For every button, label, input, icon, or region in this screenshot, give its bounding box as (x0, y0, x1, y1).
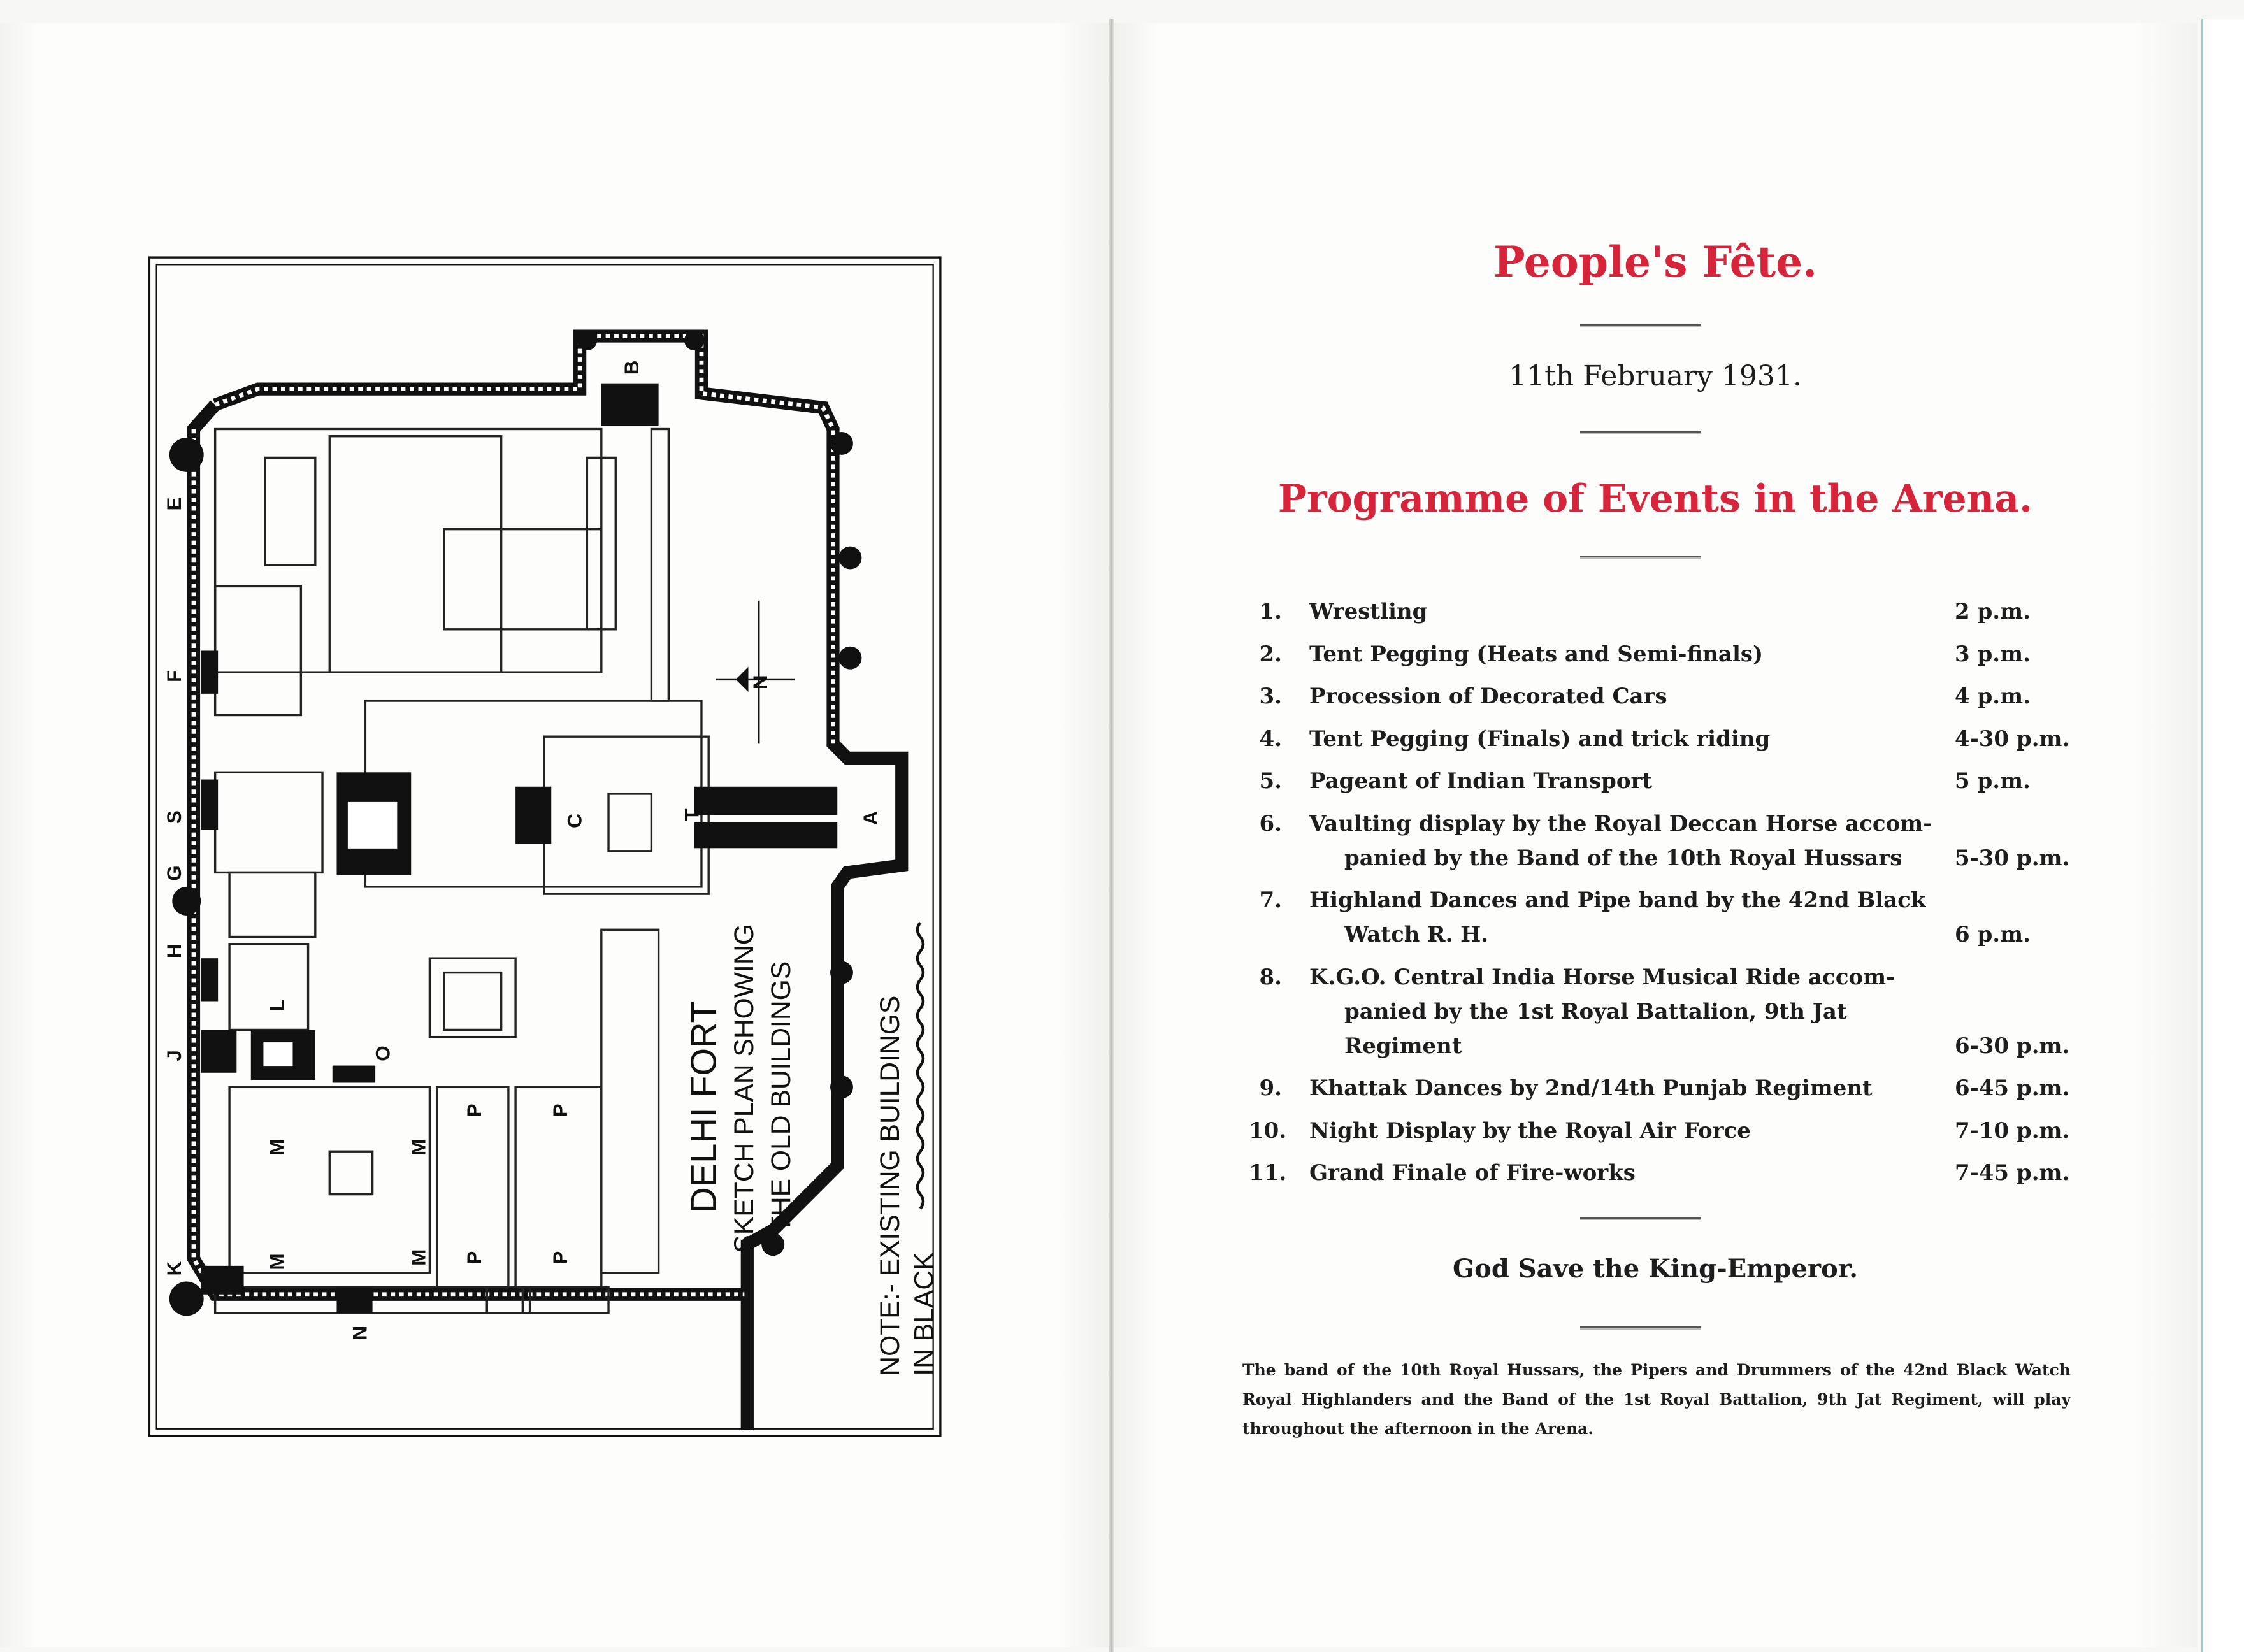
item-number: 10. (1249, 1117, 1287, 1144)
label-M: M (408, 1249, 430, 1266)
scan-edge (2201, 19, 2244, 1652)
label-J: J (163, 1050, 185, 1061)
left-page (0, 23, 1110, 1647)
item-text: Vaulting display by the Royal Deccan Hor… (1309, 810, 1932, 837)
item-text: panied by the Band of the 10th Royal Hus… (1344, 845, 1902, 871)
fete-title: People's Fête. (1493, 237, 1818, 287)
existing-buildings (201, 383, 838, 1313)
fort-wall (213, 329, 909, 1431)
item-text: Khattak Dances by 2nd/14th Punjab Regime… (1309, 1075, 1873, 1101)
label-C: C (563, 814, 586, 828)
divider (1580, 1217, 1701, 1220)
event-date: 11th February 1931. (1509, 360, 1802, 392)
label-north: N (749, 675, 772, 689)
item-text: Watch R. H. (1344, 922, 1489, 947)
label-K: K (163, 1261, 185, 1276)
north-arrow-icon (716, 600, 795, 744)
item-time: 6 p.m. (1955, 922, 2031, 947)
item-text: Highland Dances and Pipe band by the 42n… (1309, 887, 1926, 913)
item-text: K.G.O. Central India Horse Musical Ride … (1309, 964, 1895, 990)
item-time: 4-30 p.m. (1955, 726, 2070, 752)
item-time: 3 p.m. (1955, 641, 2031, 667)
label-P: P (549, 1251, 572, 1265)
map-title: DELHI FORT (683, 1001, 723, 1213)
divider (1580, 1326, 1701, 1330)
map-outer-border (148, 256, 942, 1437)
item-text: Regiment (1344, 1033, 1462, 1059)
footnote: The band of the 10th Royal Hussars, the … (1242, 1361, 2071, 1438)
wavy-line-decoration (916, 921, 925, 1210)
divider (1580, 431, 1701, 434)
item-time: 6-45 p.m. (1955, 1075, 2070, 1101)
item-text: Tent Pegging (Finals) and trick riding (1309, 726, 1771, 752)
item-number: 1. (1259, 599, 1283, 624)
item-number: 2. (1259, 641, 1283, 667)
map-inner-border (155, 264, 934, 1430)
label-M: M (408, 1139, 430, 1156)
item-time: 7-45 p.m. (1955, 1160, 2070, 1186)
item-number: 3. (1259, 684, 1283, 709)
label-M: M (266, 1253, 288, 1270)
item-number: 9. (1259, 1075, 1283, 1101)
map-subtitle-1: SKETCH PLAN SHOWING (729, 924, 759, 1253)
item-time: 5-30 p.m. (1955, 845, 2070, 871)
item-time: 6-30 p.m. (1955, 1033, 2070, 1059)
fort-wall-left (187, 400, 745, 1301)
map-note-1: NOTE:- EXISTING BUILDINGS (875, 996, 905, 1376)
item-number: 6. (1259, 810, 1283, 837)
divider (1580, 556, 1701, 559)
old-buildings (213, 427, 710, 1314)
label-G: G (163, 865, 185, 880)
page-fold (1109, 19, 1114, 1652)
map-note-2: IN BLACK (909, 1252, 940, 1375)
item-text: panied by the 1st Royal Battalion, 9th J… (1344, 998, 1847, 1024)
item-text: Grand Finale of Fire-works (1309, 1160, 1636, 1186)
label-L: L (266, 999, 288, 1011)
label-D: D (352, 818, 374, 833)
item-text: Night Display by the Royal Air Force (1309, 1117, 1751, 1144)
item-time: 2 p.m. (1955, 599, 2031, 624)
item-text: Wrestling (1309, 599, 1428, 624)
item-time: 5 p.m. (1955, 768, 2031, 794)
label-M: M (266, 1139, 288, 1156)
item-time: 4 p.m. (1955, 684, 2031, 709)
label-T: T (680, 808, 703, 821)
item-text: Pageant of Indian Transport (1309, 768, 1653, 794)
label-P: P (463, 1251, 485, 1265)
map-subtitle-2: THE OLD BUILDINGS (766, 961, 796, 1233)
label-N: N (349, 1326, 371, 1340)
label-E: E (163, 498, 185, 511)
label-B: B (621, 360, 643, 375)
item-number: 8. (1259, 964, 1283, 990)
label-S: S (163, 810, 185, 824)
item-text: Procession of Decorated Cars (1309, 684, 1667, 709)
item-text: Tent Pegging (Heats and Semi-finals) (1309, 641, 1764, 667)
right-page (1114, 23, 2197, 1647)
wall-bastions (169, 330, 862, 1316)
closing-line: God Save the King-Emperor. (1452, 1254, 1858, 1284)
programme-heading: Programme of Events in the Arena. (1277, 477, 2033, 521)
item-number: 11. (1249, 1160, 1287, 1186)
item-time: 7-10 p.m. (1955, 1117, 2070, 1144)
label-P: P (463, 1103, 485, 1117)
divider (1580, 324, 1701, 327)
item-number: 5. (1259, 768, 1283, 794)
label-O: O (372, 1045, 394, 1061)
item-number: 4. (1259, 726, 1283, 752)
item-number: 7. (1259, 887, 1283, 913)
label-A: A (859, 811, 882, 826)
label-H: H (163, 944, 185, 958)
label-F: F (163, 670, 185, 682)
map-letter-labels: E F S G H J K B D C T A L O M M M M P P … (163, 360, 882, 1340)
label-P: P (549, 1103, 572, 1117)
